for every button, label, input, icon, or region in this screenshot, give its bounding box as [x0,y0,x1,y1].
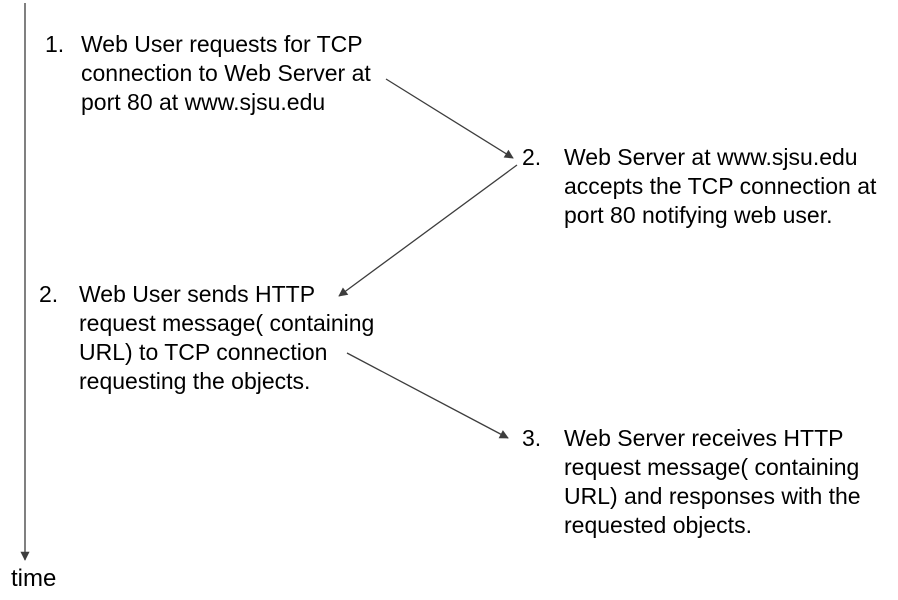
step-number: 2. [39,281,59,307]
step-text: Web User requests for TCP connection to … [81,31,371,115]
arrow-server-accept-to-user [338,164,518,297]
step-web-server-accepts-tcp: 2. Web Server at www.sjsu.edu accepts th… [522,143,898,230]
step-number: 1. [45,31,65,57]
step-text: Web Server receives HTTP request message… [564,425,861,538]
step-web-user-sends-http: 2. Web User sends HTTP request message( … [39,280,427,396]
step-web-user-tcp-request: 1. Web User requests for TCP connection … [45,30,429,117]
step-number: 3. [522,425,542,451]
step-text: Web Server at www.sjsu.edu accepts the T… [564,144,877,228]
step-web-server-responds: 3. Web Server receives HTTP request mess… [522,424,898,540]
step-text: Web User sends HTTP request message( con… [79,281,375,394]
step-number: 2. [522,144,542,170]
time-axis-label: time [11,565,57,592]
